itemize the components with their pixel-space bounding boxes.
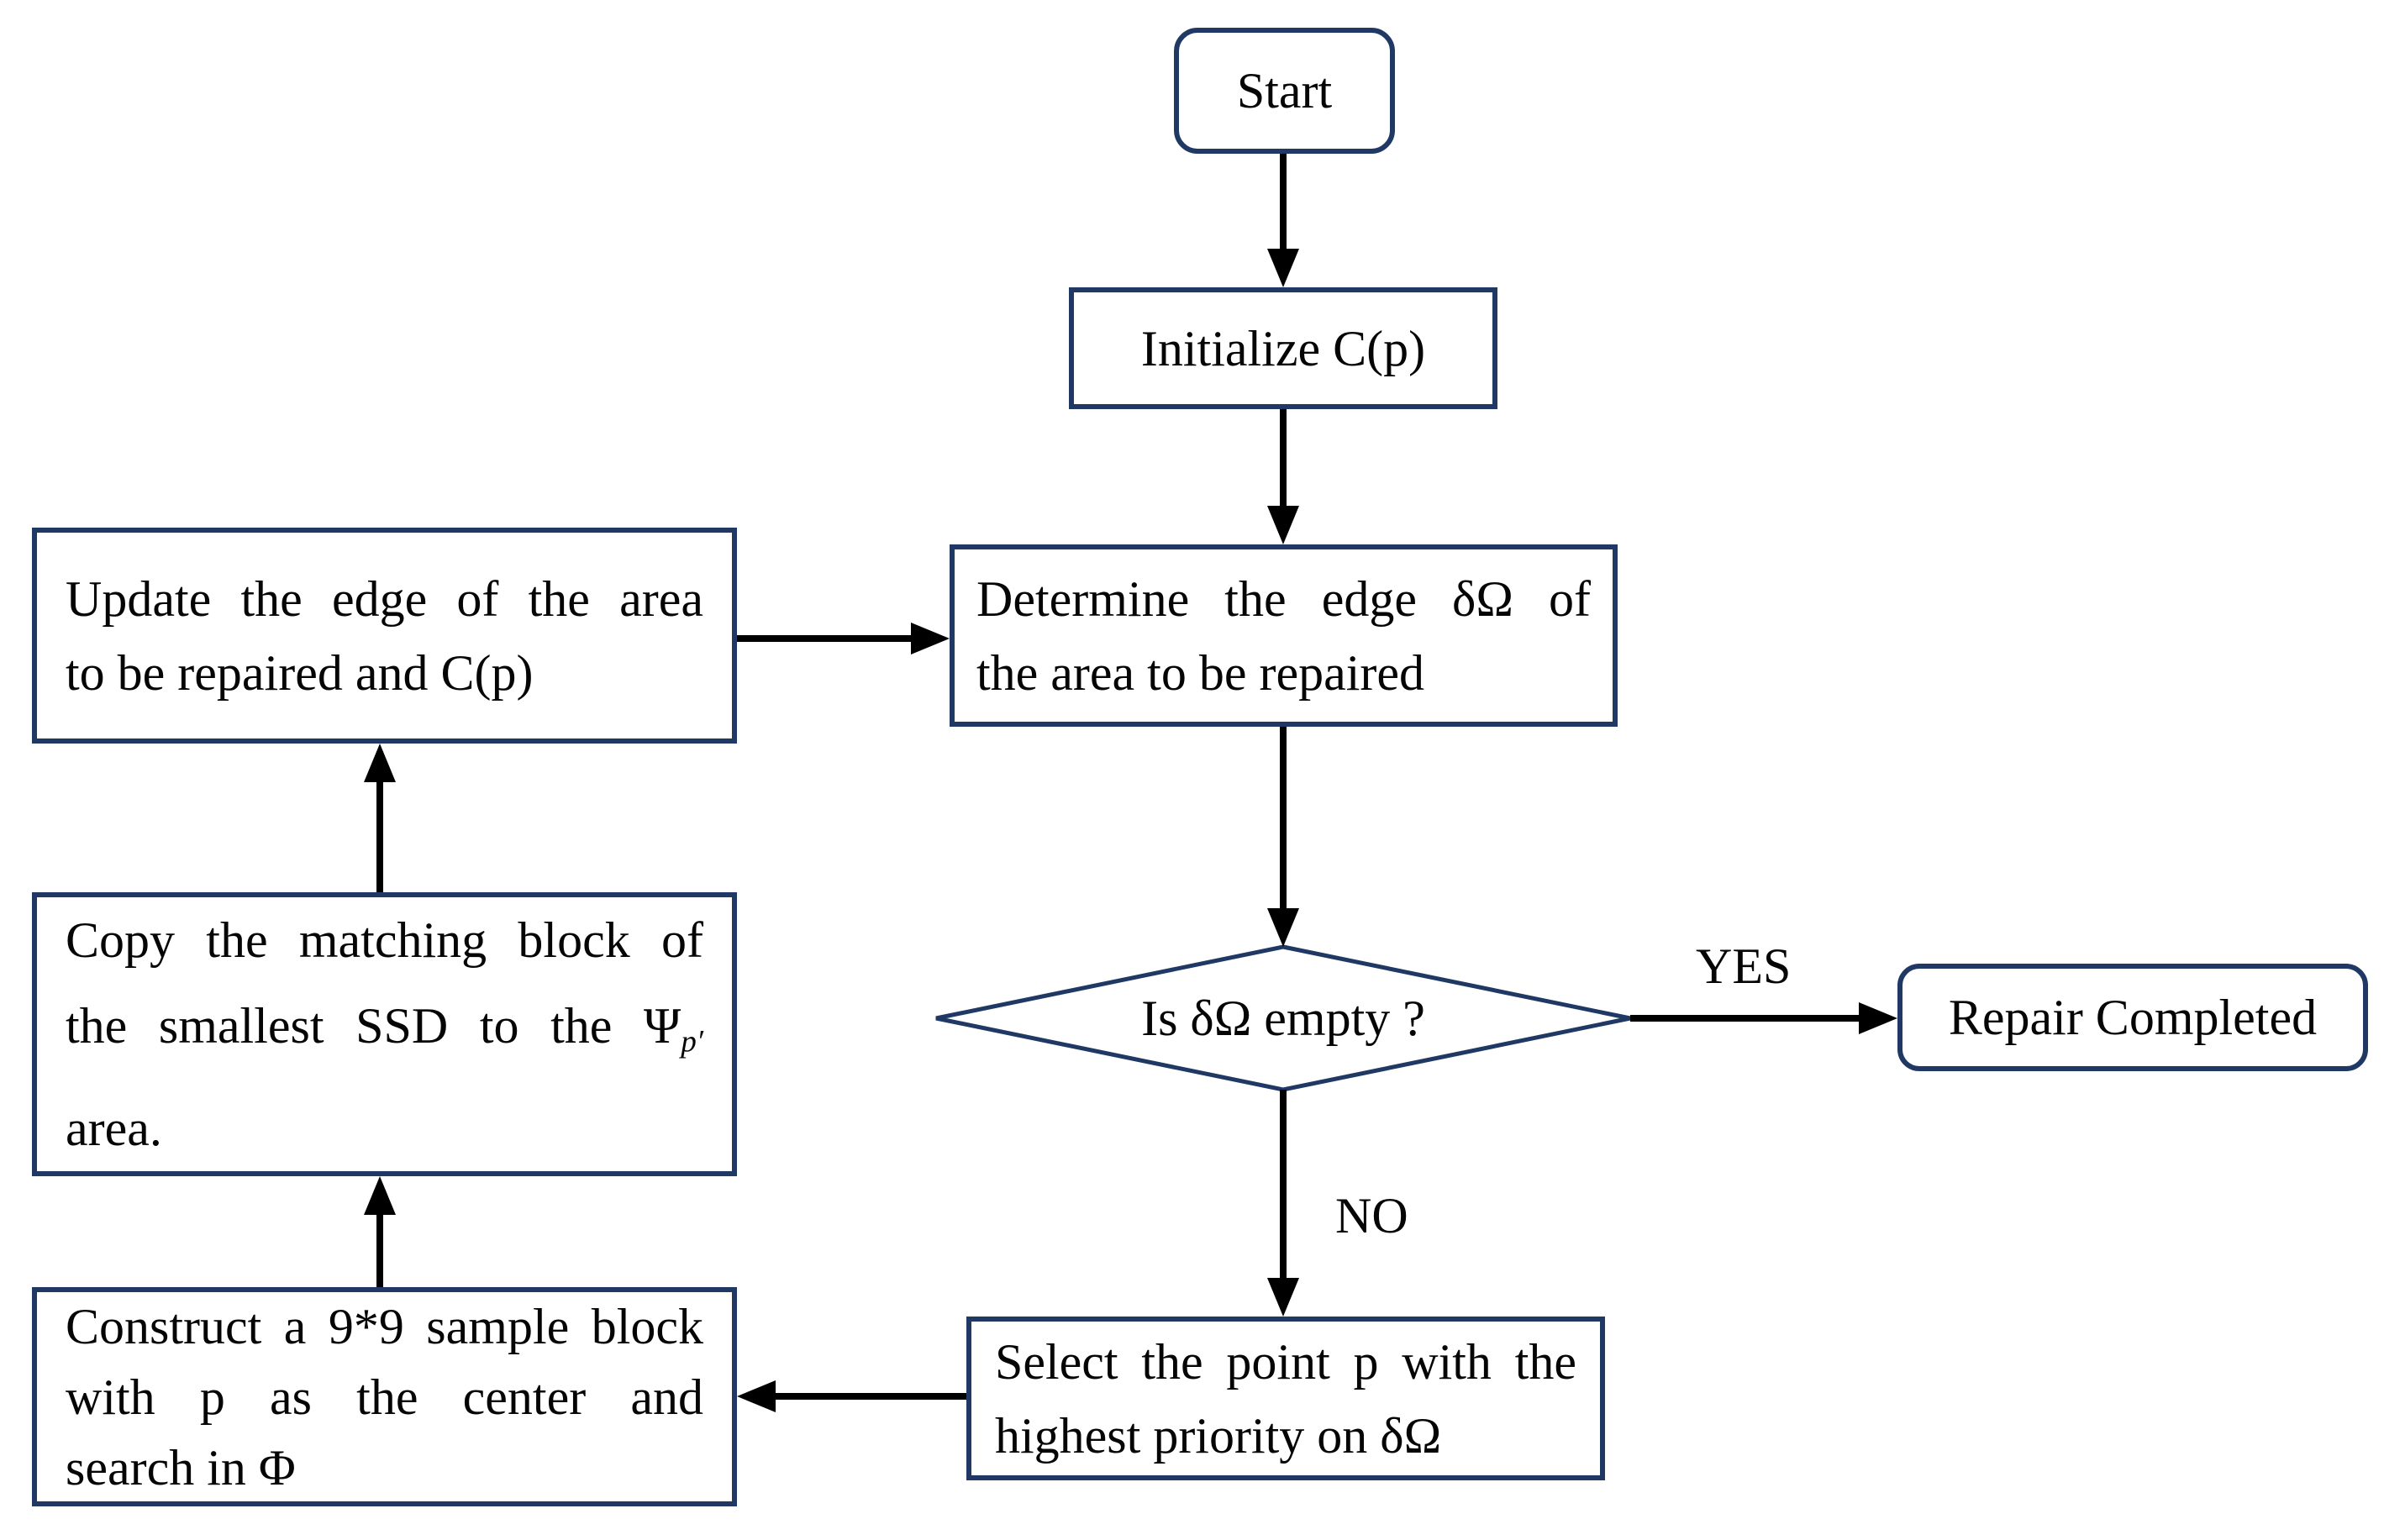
- psi-subscript: p′: [681, 1024, 703, 1059]
- copy-line-3: area.: [66, 1100, 162, 1156]
- initialize-label: Initialize C(p): [1140, 320, 1426, 376]
- arrow-copy-to-update: [364, 744, 396, 892]
- decision-node: Is δΩ empty ?: [1031, 975, 1535, 1062]
- copy-node: Copy the matching block of the smallest …: [32, 892, 737, 1176]
- construct-line-3: search in Φ: [66, 1439, 296, 1495]
- select-node: Select the point p with the highest prio…: [966, 1317, 1605, 1480]
- update-line-2: to be repaired and C(p): [66, 644, 534, 701]
- initialize-node: Initialize C(p): [1069, 287, 1497, 409]
- arrow-decision-to-repair: [1630, 1002, 1897, 1034]
- construct-node: Construct a 9*9 sample block with p as t…: [32, 1287, 737, 1506]
- determine-line-2: the area to be repaired: [976, 644, 1424, 701]
- yes-label: YES: [1696, 938, 1792, 994]
- copy-line-2: the smallest SSD to the Ψp′: [66, 983, 703, 1085]
- construct-line-1: Construct a 9*9 sample block: [66, 1298, 703, 1354]
- arrow-construct-to-copy: [364, 1176, 396, 1287]
- update-line-1: Update the edge of the area: [66, 570, 703, 627]
- arrow-select-to-construct: [737, 1380, 966, 1412]
- no-label: NO: [1335, 1188, 1408, 1243]
- start-node: Start: [1174, 28, 1395, 154]
- repair-completed-label: Repair Completed: [1948, 990, 2318, 1045]
- update-node: Update the edge of the area to be repair…: [32, 528, 737, 744]
- decision-label: Is δΩ empty ?: [1141, 990, 1425, 1046]
- arrow-start-to-initialize: [1267, 154, 1299, 287]
- repair-completed-node: Repair Completed: [1897, 964, 2368, 1071]
- arrow-initialize-to-determine: [1267, 409, 1299, 544]
- copy-line-2-main: the smallest SSD to the Ψ: [66, 998, 682, 1054]
- construct-line-2: with p as the center and: [66, 1369, 703, 1425]
- determine-line-1: Determine the edge δΩ of: [976, 570, 1591, 627]
- copy-line-1: Copy the matching block of: [66, 912, 703, 969]
- arrow-decision-to-select: [1267, 1090, 1299, 1317]
- arrow-determine-to-decision: [1267, 727, 1299, 947]
- determine-node: Determine the edge δΩ of the area to be …: [950, 544, 1618, 727]
- start-label: Start: [1236, 63, 1333, 118]
- arrow-update-to-determine: [737, 623, 950, 654]
- select-line-2: highest priority on δΩ: [995, 1407, 1442, 1464]
- select-line-1: Select the point p with the: [995, 1333, 1576, 1390]
